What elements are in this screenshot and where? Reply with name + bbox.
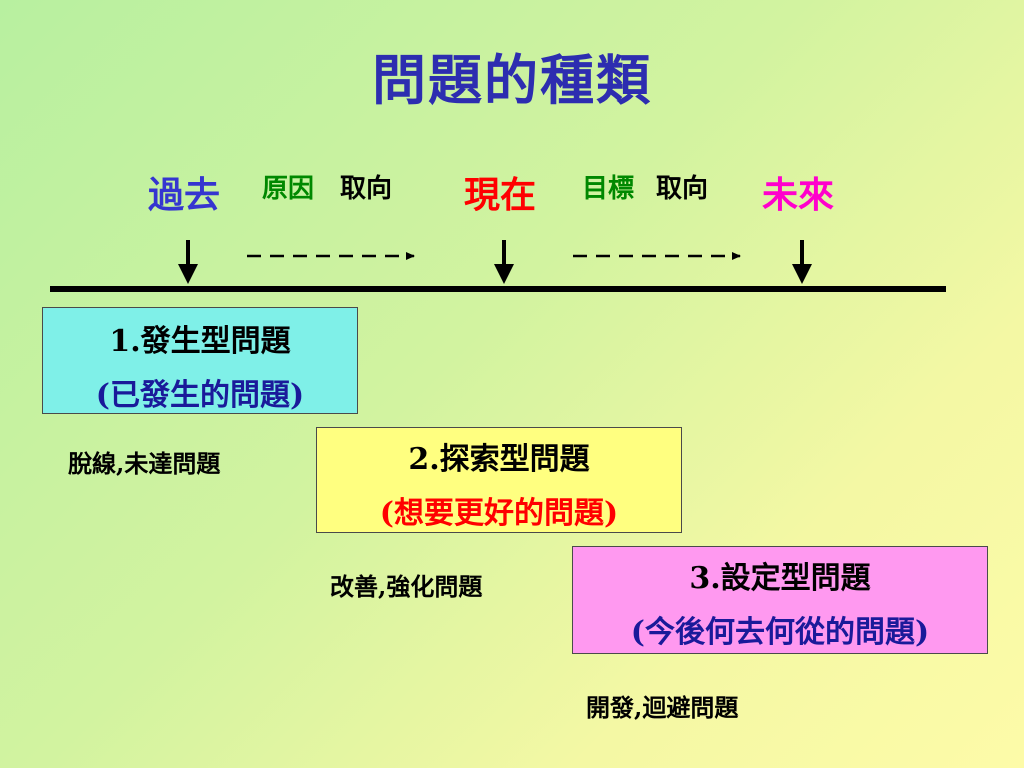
box-1-subtitle: (已發生的問題) bbox=[95, 378, 305, 413]
label-past: 過去 bbox=[148, 174, 221, 216]
arrow-future bbox=[792, 240, 812, 284]
box-1-heading: 1.發生型問題 bbox=[109, 324, 291, 359]
orientation-2-keyword: 目標 bbox=[582, 174, 635, 204]
box-2-subtitle: (想要更好的問題) bbox=[379, 496, 619, 531]
box-3-note: 開發,迴避問題 bbox=[586, 693, 739, 722]
box-3-heading: 3.設定型問題 bbox=[689, 561, 871, 596]
box-2-note: 改善,強化問題 bbox=[330, 572, 483, 601]
box-3-subtitle: (今後何去何從的問題) bbox=[630, 615, 930, 650]
box-set-problem: 3.設定型問題 (今後何去何從的問題) bbox=[572, 546, 988, 654]
arrow-present bbox=[494, 240, 514, 284]
page-title: 問題的種類 bbox=[372, 48, 652, 112]
label-present: 現在 bbox=[464, 174, 537, 216]
orientation-1-suffix: 取向 bbox=[340, 174, 393, 204]
box-1-note: 脫線,未達問題 bbox=[68, 449, 221, 478]
arrow-past bbox=[178, 240, 198, 284]
box-occurred-problem: 1.發生型問題 (已發生的問題) bbox=[42, 307, 358, 414]
box-2-heading: 2.探索型問題 bbox=[408, 442, 590, 477]
label-future: 未來 bbox=[762, 174, 835, 216]
orientation-1-keyword: 原因 bbox=[262, 174, 315, 204]
orientation-2-suffix: 取向 bbox=[656, 174, 709, 204]
box-explore-problem: 2.探索型問題 (想要更好的問題) bbox=[316, 427, 682, 533]
